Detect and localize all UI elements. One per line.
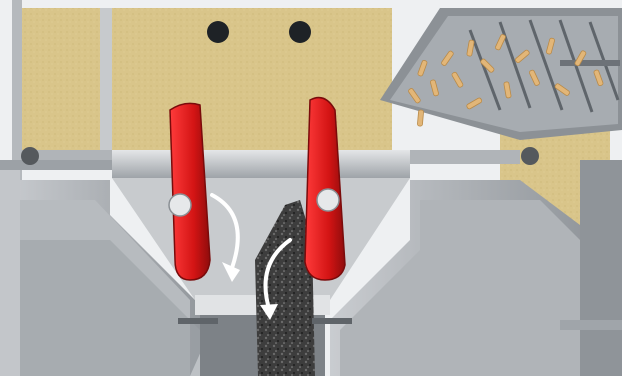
port-hole-left	[207, 21, 229, 43]
grate-rail	[178, 318, 218, 324]
port-hole-right	[289, 21, 311, 43]
grate-rail-right	[312, 318, 352, 324]
